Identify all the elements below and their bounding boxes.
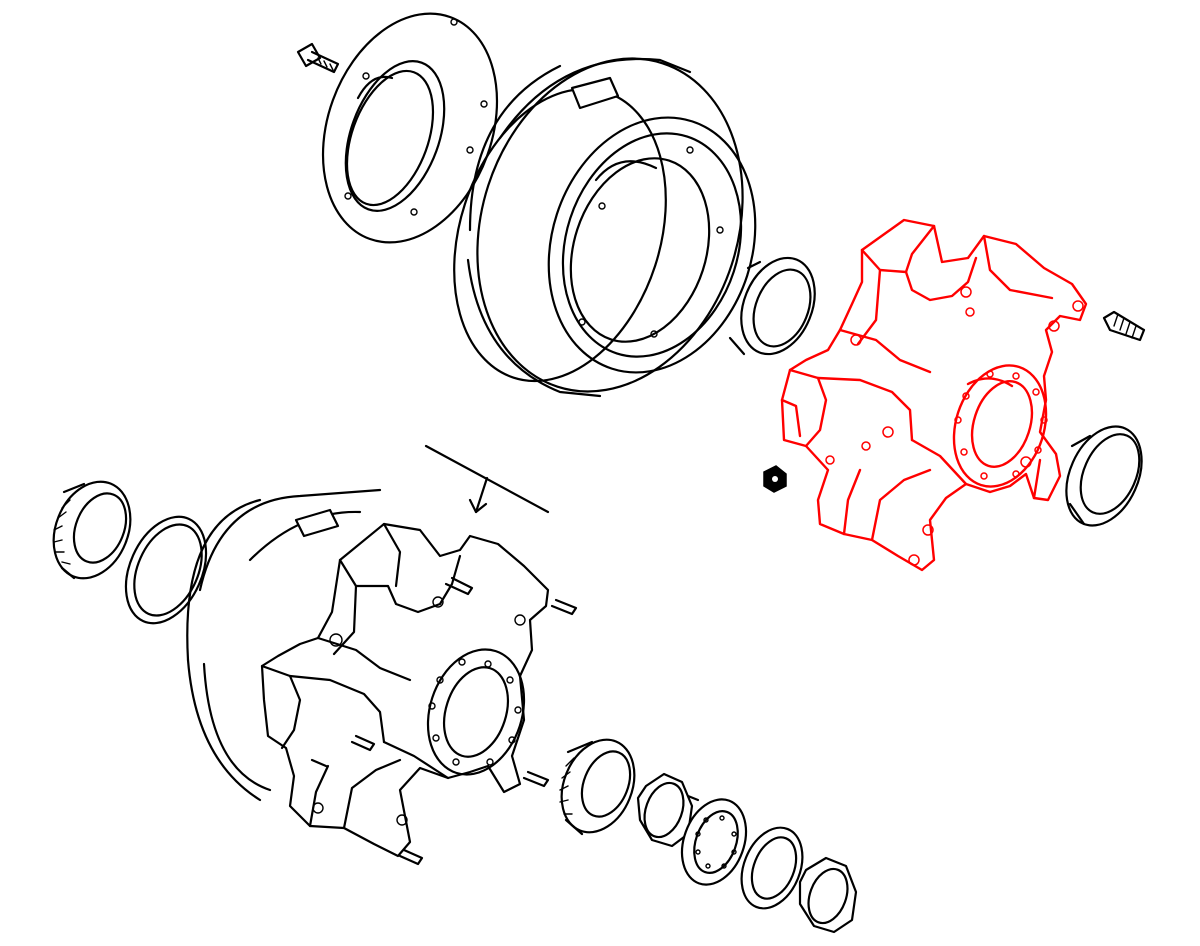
roller-bearing-inner [52,480,132,580]
small-nut [763,465,787,493]
hub-highlighted [780,218,1088,572]
brake-drum-top [453,57,757,398]
jam-nut [798,856,858,934]
brake-drum-assembled [186,488,382,802]
bearing-cup-inner [728,256,816,356]
flat-washer [740,826,804,910]
hub-assembled [260,522,578,866]
wheel-stud [1102,310,1146,342]
lock-washer [680,798,748,886]
drum-bolt [296,42,340,74]
bearing-cup-outer [1065,425,1143,527]
assembly-arrow [424,444,550,514]
roller-bearing-outer [559,738,636,836]
inner-adjusting-nut [636,772,700,848]
grease-seal [124,515,208,625]
